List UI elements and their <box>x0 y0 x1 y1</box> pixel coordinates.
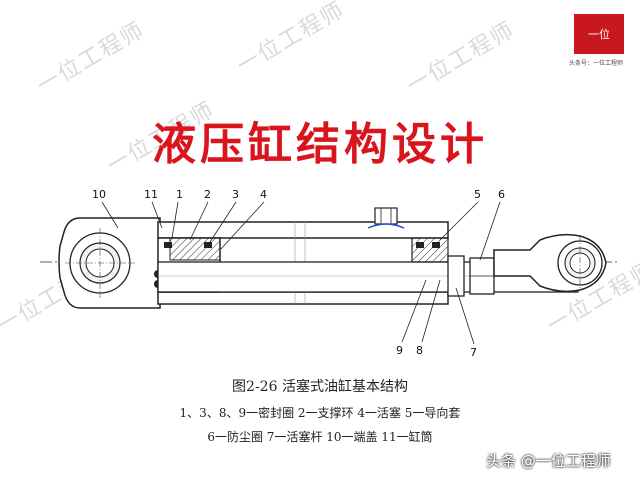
guide-sleeve <box>411 237 465 297</box>
part-label-1: 1 <box>176 188 183 201</box>
part-label-11: 11 <box>144 188 158 201</box>
part-label-5: 5 <box>474 188 481 201</box>
brand-logo: 一位 <box>574 14 624 54</box>
part-label-6: 6 <box>498 188 505 201</box>
part-label-4: 4 <box>260 188 267 201</box>
brand-logo-subtitle: 头条号：一位工程师 <box>568 60 623 67</box>
leader-lines <box>101 201 501 345</box>
rod-end-eye <box>493 233 607 293</box>
part-label-2: 2 <box>204 188 211 201</box>
oil-port <box>367 207 405 229</box>
legend-line-1: 1、3、8、9一密封圈 2一支撑环 4一活塞 5一导向套 <box>179 406 461 420</box>
part-label-7: 7 <box>470 346 477 359</box>
watermark-text: 一位工程师 <box>33 17 150 99</box>
dust-seal <box>469 257 495 295</box>
part-label-3: 3 <box>232 188 239 201</box>
hydraulic-cylinder-diagram: 10 11 1 2 3 4 5 6 9 8 7 <box>40 188 620 359</box>
part-label-9: 9 <box>396 344 403 357</box>
page-title: 液压缸结构设计 <box>152 119 488 170</box>
legend-line-2: 6一防尘圈 7一活塞杆 10一端盖 11一缸筒 <box>207 430 433 444</box>
brand-logo-text: 一位 <box>588 28 610 41</box>
watermark-text: 一位工程师 <box>403 17 520 99</box>
end-cap-left <box>58 217 161 309</box>
figure-caption: 图2-26 活塞式油缸基本结构 <box>232 379 408 395</box>
part-label-10: 10 <box>92 188 106 201</box>
part-label-8: 8 <box>416 344 423 357</box>
watermark-text: 一位工程师 <box>233 0 350 79</box>
footer-attribution: 头条 @一位工程师 <box>486 452 611 470</box>
